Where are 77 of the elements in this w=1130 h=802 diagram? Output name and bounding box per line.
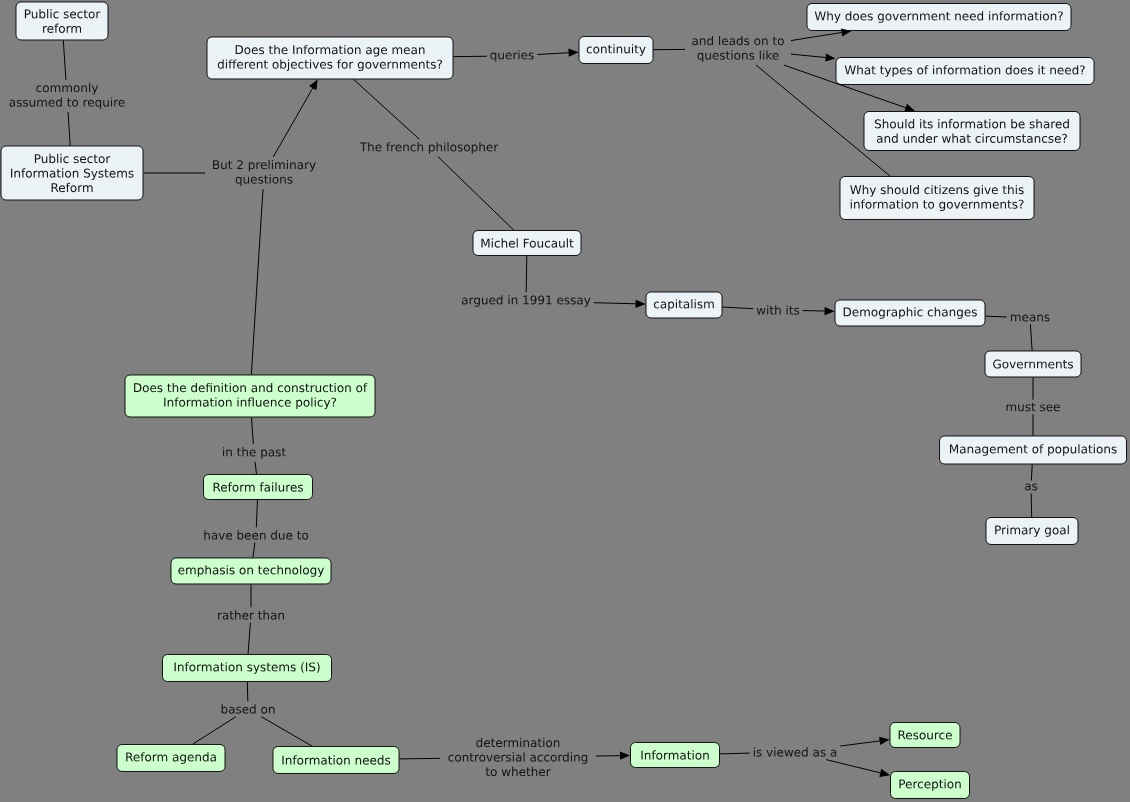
linking-phrase: based on: [221, 704, 275, 714]
concept-box: Public sector Information Systems Reform: [0, 145, 144, 201]
concept-box: Perception: [890, 771, 970, 799]
connector-line: [652, 48, 686, 51]
concept-box: Management of populations: [939, 435, 1127, 465]
concept-box: capitalism: [645, 291, 723, 319]
connector-line: [67, 111, 71, 147]
arrow: [839, 737, 889, 747]
linking-phrase: with its: [756, 305, 800, 315]
connector-line: [353, 78, 420, 140]
concept-box: Reform failures: [203, 474, 313, 500]
connector-line: [247, 622, 251, 655]
concept-box: What types of information does it need?: [835, 57, 1095, 85]
arrow: [783, 64, 915, 112]
arrow: [802, 307, 834, 315]
linking-phrase: have been due to: [204, 530, 309, 540]
connector-line: [254, 461, 257, 475]
connector-line: [1029, 323, 1033, 352]
linking-phrase: rather than: [218, 610, 284, 620]
connector-line: [246, 681, 249, 702]
arrow: [790, 53, 835, 62]
connector-line: [260, 716, 313, 747]
arrow: [595, 751, 630, 760]
concept-box: Governments: [984, 350, 1082, 378]
concept-box: emphasis on technology: [170, 557, 332, 585]
connector-line: [142, 172, 206, 174]
concept-box: Should its information be shared and under what circumstancse?: [863, 111, 1081, 151]
connector-line: [62, 39, 67, 81]
connector-line: [755, 64, 891, 177]
concept-box: Why should citizens give this information to governments?: [839, 176, 1035, 220]
concept-box: Resource: [889, 722, 961, 748]
arrow: [593, 299, 645, 308]
linking-phrase: argued in 1991 essay: [461, 295, 591, 307]
connector-line: [1032, 413, 1034, 437]
concept-box: Does the Information age mean different objectives for governments?: [206, 36, 454, 80]
connector-line: [721, 306, 754, 310]
linking-phrase: commonly assumed to require: [9, 82, 125, 110]
concept-box: Reform agenda: [116, 744, 226, 772]
concept-box: Does the definition and construction of Information influence policy?: [124, 374, 376, 418]
linking-phrase: queries: [490, 50, 534, 62]
arrow: [825, 759, 890, 777]
connector-line: [1030, 463, 1033, 482]
connector-line: [398, 757, 441, 760]
linking-phrase: means: [1010, 314, 1050, 322]
connector-line: [719, 752, 751, 755]
linking-phrase: is viewed as a: [753, 747, 837, 757]
connector-line: [251, 416, 254, 445]
linking-phrase: But 2 preliminary questions: [213, 159, 316, 187]
concept-box: Information systems (IS): [162, 654, 332, 682]
connector-line: [250, 188, 264, 376]
concept-box: Information needs: [272, 746, 400, 774]
concept-box: Demographic changes: [834, 299, 986, 327]
linking-phrase: and leads on to questions like: [692, 35, 784, 63]
concept-box: Why does government need information?: [806, 3, 1072, 31]
linking-phrase: determination controversial according to whether: [448, 737, 588, 777]
connector-line: [984, 315, 1008, 318]
connector-line: [437, 156, 515, 231]
linking-phrase: must see: [1006, 402, 1060, 412]
concept-box: Information: [630, 742, 720, 768]
connector-line: [252, 542, 256, 559]
connector-line: [250, 583, 252, 608]
connector-line: [1030, 492, 1033, 518]
connector-line: [255, 499, 258, 528]
arrow: [272, 80, 318, 158]
concept-box: Public sector reform: [15, 1, 109, 41]
linking-phrase: as: [1024, 483, 1038, 491]
arrow: [536, 48, 578, 57]
concept-box: Primary goal: [985, 517, 1079, 545]
arrow: [790, 28, 851, 42]
connector-line: [452, 55, 488, 58]
concept-box: Michel Foucault: [472, 230, 582, 256]
concept-box: continuity: [578, 36, 654, 64]
connector-line: [192, 716, 237, 745]
connector-line: [525, 255, 528, 293]
connector-line: [1032, 376, 1034, 401]
linking-phrase: in the past: [223, 447, 286, 459]
linking-phrase: The french philosopher: [359, 142, 499, 154]
